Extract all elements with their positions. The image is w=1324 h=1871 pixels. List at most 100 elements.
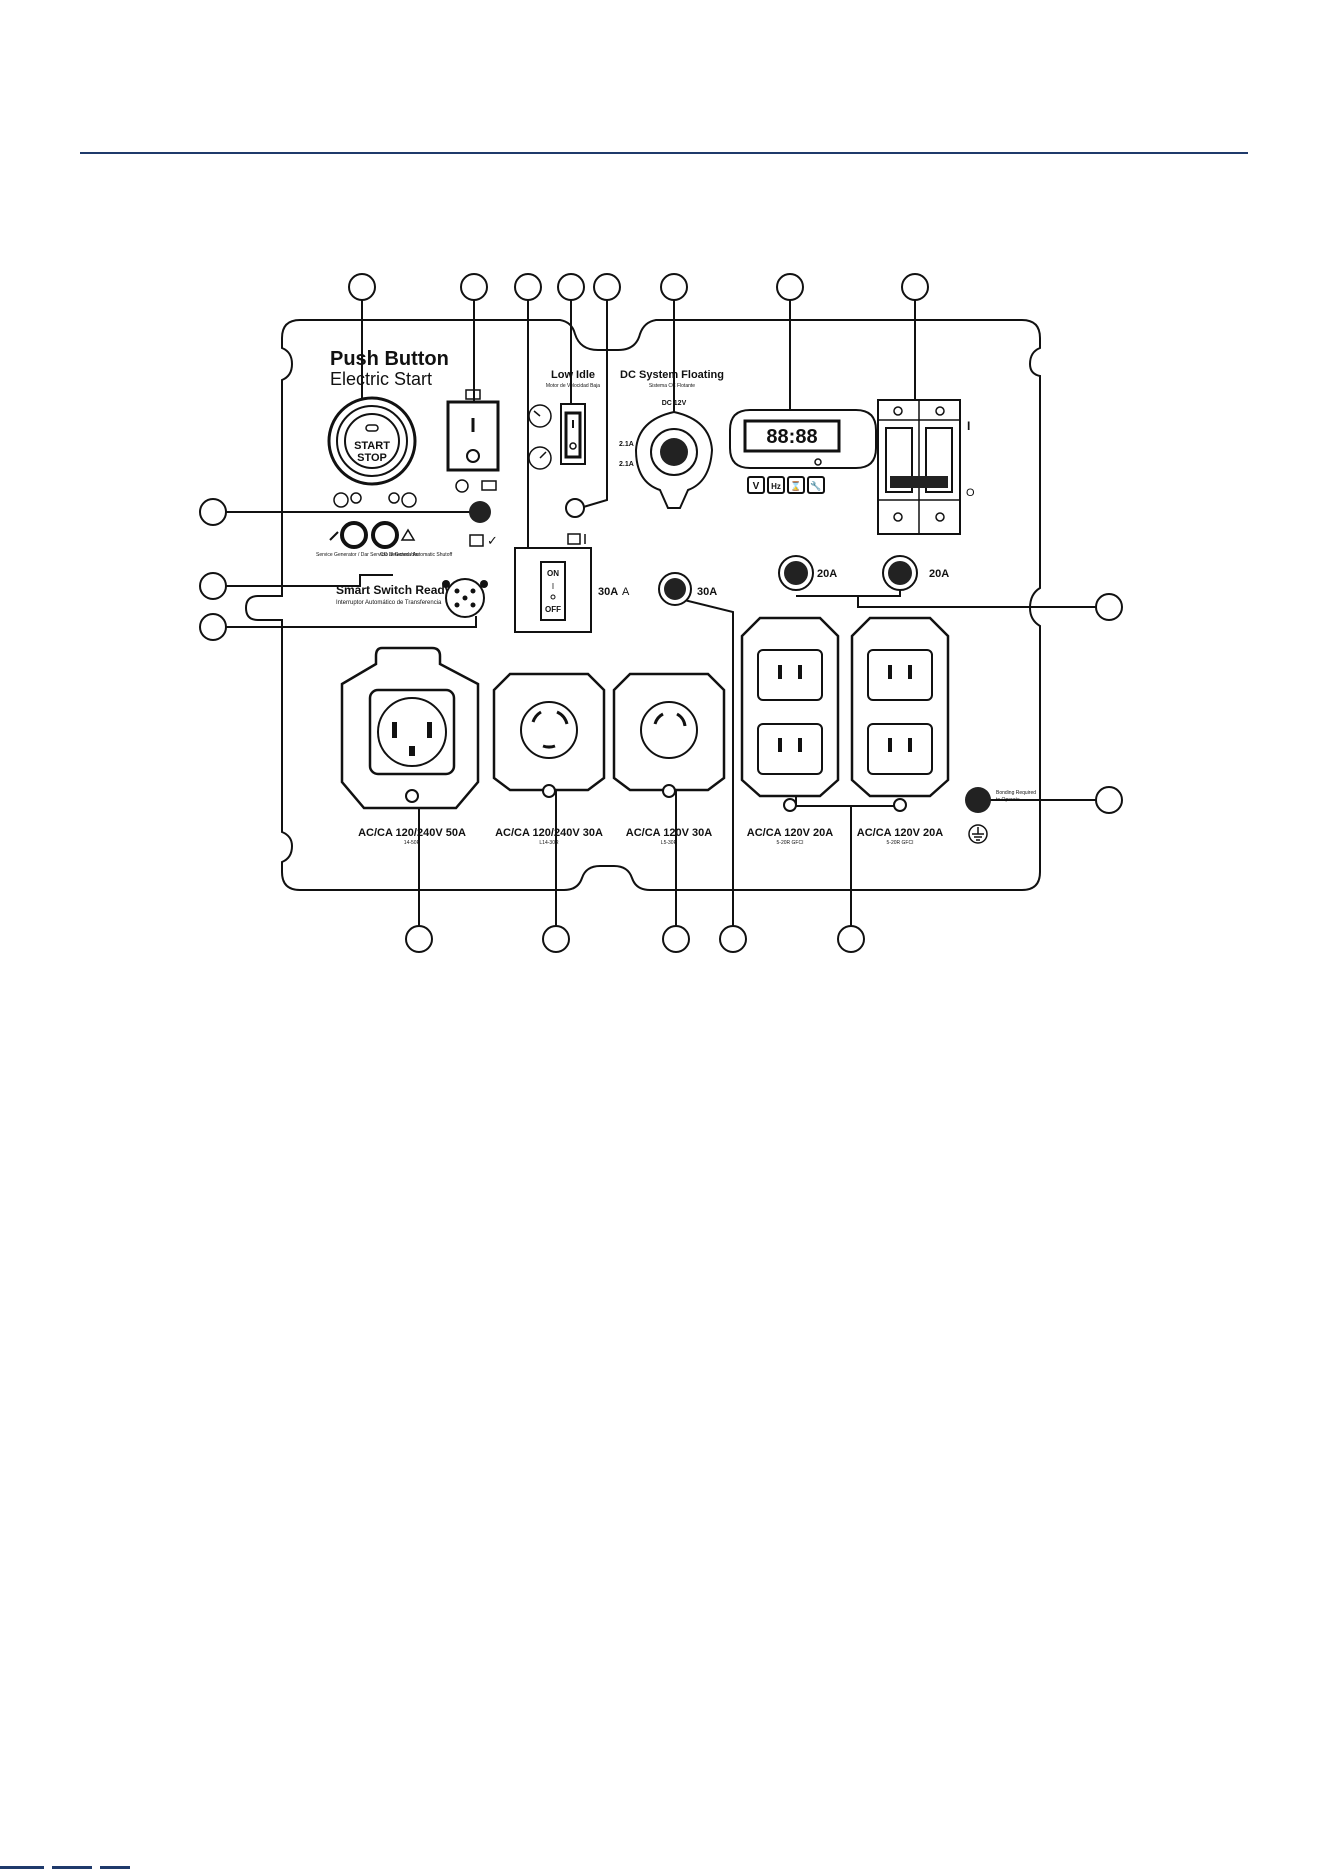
main-breaker-on: I <box>967 419 970 433</box>
outlet-label-1: AC/CA 120/240V 50A <box>358 827 466 839</box>
callout-circles-bottom <box>405 925 865 953</box>
callout-2 <box>460 273 488 301</box>
ground-icon <box>968 824 988 844</box>
battery-icon <box>455 389 497 493</box>
header-rule <box>80 152 1248 154</box>
outlet-sub-2: L14-30R <box>539 840 559 846</box>
start-title-1: Push Button <box>330 348 449 370</box>
start-label: START <box>354 440 390 452</box>
breaker-20a-2[interactable] <box>882 555 918 591</box>
callout-10 <box>199 572 227 600</box>
callout-17 <box>719 925 747 953</box>
main-breaker[interactable] <box>877 399 961 535</box>
start-stop-button[interactable]: START STOP <box>327 396 417 486</box>
hour-meter-icon <box>469 534 484 547</box>
low-idle-sub: Motor de Velocidad Baja <box>546 383 600 389</box>
breaker-20a-1-label: 20A <box>817 568 837 580</box>
breaker-i: I <box>552 582 554 591</box>
co-warning-icon <box>400 528 416 541</box>
breaker-on: ON <box>547 569 559 578</box>
usb-label-1: 2.1A <box>619 441 634 448</box>
main-breaker-off: O <box>966 487 975 499</box>
start-icons <box>333 492 417 508</box>
smart-switch-connector[interactable] <box>442 578 488 618</box>
ground-text-2: to Operate <box>996 797 1020 803</box>
co-text: CO Detected / Automatic Shutoff <box>380 552 453 558</box>
outlet-sub-3: L5-30R <box>661 840 678 846</box>
callout-15 <box>542 925 570 953</box>
outlet-label-3: AC/CA 120V 30A <box>626 827 712 839</box>
meter-key-hz-label: Hz <box>771 482 781 491</box>
meter-key-v-label: V <box>753 481 760 492</box>
low-idle-switch[interactable] <box>560 403 586 465</box>
battery-plug-icon <box>567 533 586 545</box>
callout-5 <box>593 273 621 301</box>
ground-text-1: Bonding Required <box>996 790 1036 796</box>
svg-text:A: A <box>622 586 630 598</box>
outlet-label-4: AC/CA 120V 20A <box>747 827 833 839</box>
meter-key-hours <box>787 476 805 494</box>
breaker-30a[interactable]: ON I OFF <box>514 547 592 633</box>
breaker-20a-2-label: 20A <box>929 568 949 580</box>
meter-key-service <box>807 476 825 494</box>
stop-label: STOP <box>357 452 387 464</box>
service-led <box>340 521 368 549</box>
usb-label-2: 2.1A <box>619 461 634 468</box>
breaker-30a-label: 30A <box>598 586 618 598</box>
callout-16 <box>662 925 690 953</box>
callout-14 <box>405 925 433 953</box>
outlet-l5-30[interactable] <box>612 672 726 798</box>
callout-6 <box>660 273 688 301</box>
start-title-2: Electric Start <box>330 369 432 389</box>
outlet-50a[interactable] <box>340 646 480 810</box>
outlet-gfci-1[interactable] <box>740 616 840 812</box>
outlet-gfci-2[interactable] <box>850 616 950 812</box>
callout-13 <box>1095 786 1123 814</box>
panel-outline <box>244 319 1041 891</box>
dc-title: DC System Floating <box>620 369 724 381</box>
dc-sub: Sistema CC Flotante <box>649 383 695 389</box>
meter-key-hz <box>767 476 785 494</box>
meter-readout: 88:88 <box>766 426 817 448</box>
callout-4 <box>557 273 585 301</box>
breaker-30a-outlet[interactable] <box>658 572 692 606</box>
idle-gauge-icons <box>528 404 552 470</box>
outlet-sub-1: 14-50R <box>404 840 421 846</box>
meter-keys[interactable] <box>747 476 825 494</box>
breaker-off: OFF <box>545 605 561 614</box>
wrench-icon <box>329 531 339 541</box>
callout-circles-right <box>1095 593 1123 814</box>
callout-18 <box>837 925 865 953</box>
outlet-label-5: AC/CA 120V 20A <box>857 827 943 839</box>
callout-11 <box>199 613 227 641</box>
ground-terminal[interactable] <box>965 787 991 813</box>
digital-meter: 88:88 <box>729 409 877 469</box>
dc-voltage: DC 12V <box>662 400 687 407</box>
callout-1 <box>348 273 376 301</box>
callout-8 <box>901 273 929 301</box>
status-led <box>469 501 491 523</box>
breaker-20a-1[interactable] <box>778 555 814 591</box>
callout-12 <box>1095 593 1123 621</box>
footer-marks <box>0 1866 130 1869</box>
callout-9 <box>199 498 227 526</box>
outlet-label-2: AC/CA 120/240V 30A <box>495 827 603 839</box>
meter-key-v <box>747 476 765 494</box>
battery-rocker-switch[interactable] <box>446 400 500 472</box>
smart-switch-label: Smart Switch Ready <box>336 583 452 597</box>
smart-switch-sub: Interruptor Automático de Transferencia <box>336 600 442 606</box>
svg-text:✓: ✓ <box>487 533 498 548</box>
breaker-30a-outlet-label: 30A <box>697 586 717 598</box>
outlet-l14-30[interactable] <box>492 672 606 798</box>
callout-7 <box>776 273 804 301</box>
callout-3 <box>514 273 542 301</box>
low-idle-label: Low Idle <box>551 369 595 381</box>
dc-12v-outlet[interactable] <box>634 410 714 509</box>
outlet-sub-4: 5-20R GFCI <box>777 840 804 846</box>
idle-indicator <box>565 498 585 518</box>
wrench-key-icon: 🔧 <box>810 480 821 491</box>
callout-circles-top <box>348 273 929 301</box>
outlet-sub-5: 5-20R GFCI <box>887 840 914 846</box>
co-led <box>371 521 399 549</box>
